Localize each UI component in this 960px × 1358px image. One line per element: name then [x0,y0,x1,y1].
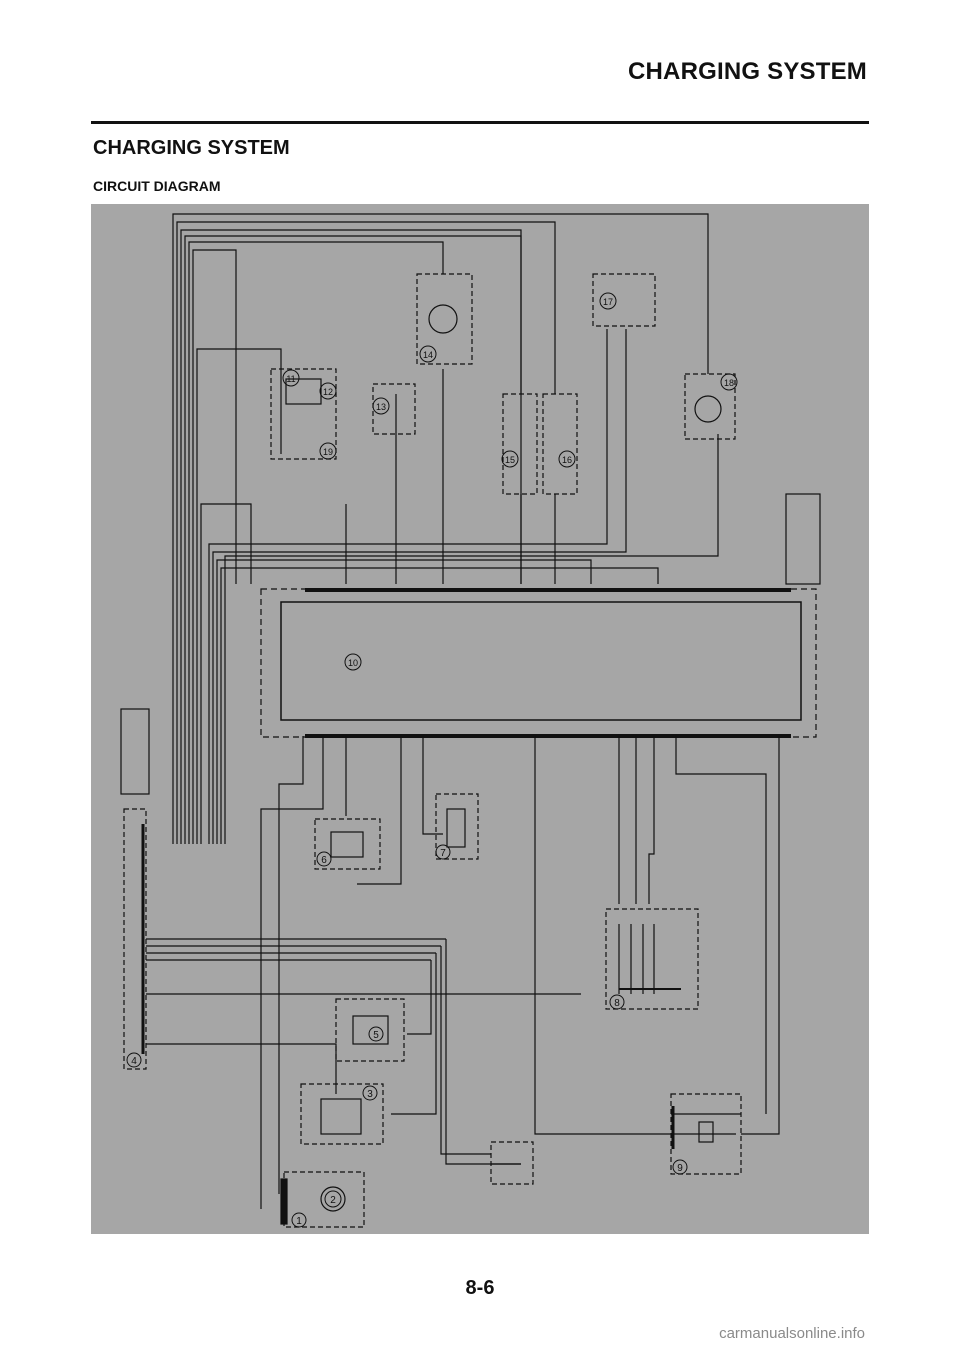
svg-text:14: 14 [423,350,433,360]
svg-text:9: 9 [677,1163,683,1174]
svg-text:16: 16 [562,455,572,465]
section-title: CHARGING SYSTEM [93,137,290,159]
watermark[interactable]: carmanualsonline.info [719,1325,865,1342]
svg-text:13: 13 [376,402,386,412]
diagram-subtitle: CIRCUIT DIAGRAM [93,178,221,194]
callout-15: 15 [501,450,519,468]
callout-7: 7 [435,844,451,860]
svg-text:8: 8 [614,998,620,1009]
svg-text:6: 6 [321,855,327,866]
svg-text:12: 12 [323,387,333,397]
callout-11: 11 [282,369,300,387]
header-title: CHARGING SYSTEM [627,58,867,85]
svg-text:3: 3 [367,1089,373,1100]
svg-text:18: 18 [724,378,734,388]
callout-9: 9 [672,1159,688,1175]
svg-text:15: 15 [505,455,515,465]
svg-text:5: 5 [373,1030,379,1041]
callout-16: 16 [558,450,576,468]
callout-14: 14 [419,345,437,363]
svg-text:1: 1 [296,1216,302,1227]
header-rule [91,121,869,124]
callout-4: 4 [126,1052,142,1068]
svg-text:17: 17 [603,297,613,307]
callout-18: 18 [720,373,738,391]
callout-13: 13 [372,397,390,415]
circuit-diagram-svg: 1 2 3 4 5 6 7 8 9 10 11 12 13 14 15 16 1… [120,213,821,1228]
svg-text:7: 7 [440,848,446,859]
callout-2: 2 [324,1190,342,1208]
callout-10: 10 [344,653,362,671]
callout-8: 8 [609,994,625,1010]
callout-12: 12 [319,382,337,400]
callout-17: 17 [599,292,617,310]
callout-5: 5 [368,1026,384,1042]
callout-6: 6 [316,851,332,867]
callout-1: 1 [291,1212,307,1228]
page-number: 8-6 [465,1277,495,1299]
svg-text:10: 10 [348,658,358,668]
callout-3: 3 [362,1085,378,1101]
svg-text:11: 11 [286,374,295,384]
callout-19: 19 [319,442,337,460]
svg-text:4: 4 [131,1056,137,1067]
svg-text:19: 19 [323,447,333,457]
circuit-diagram: 1 2 3 4 5 6 7 8 9 10 11 12 13 14 15 16 1… [91,204,869,1234]
svg-text:2: 2 [330,1195,336,1206]
